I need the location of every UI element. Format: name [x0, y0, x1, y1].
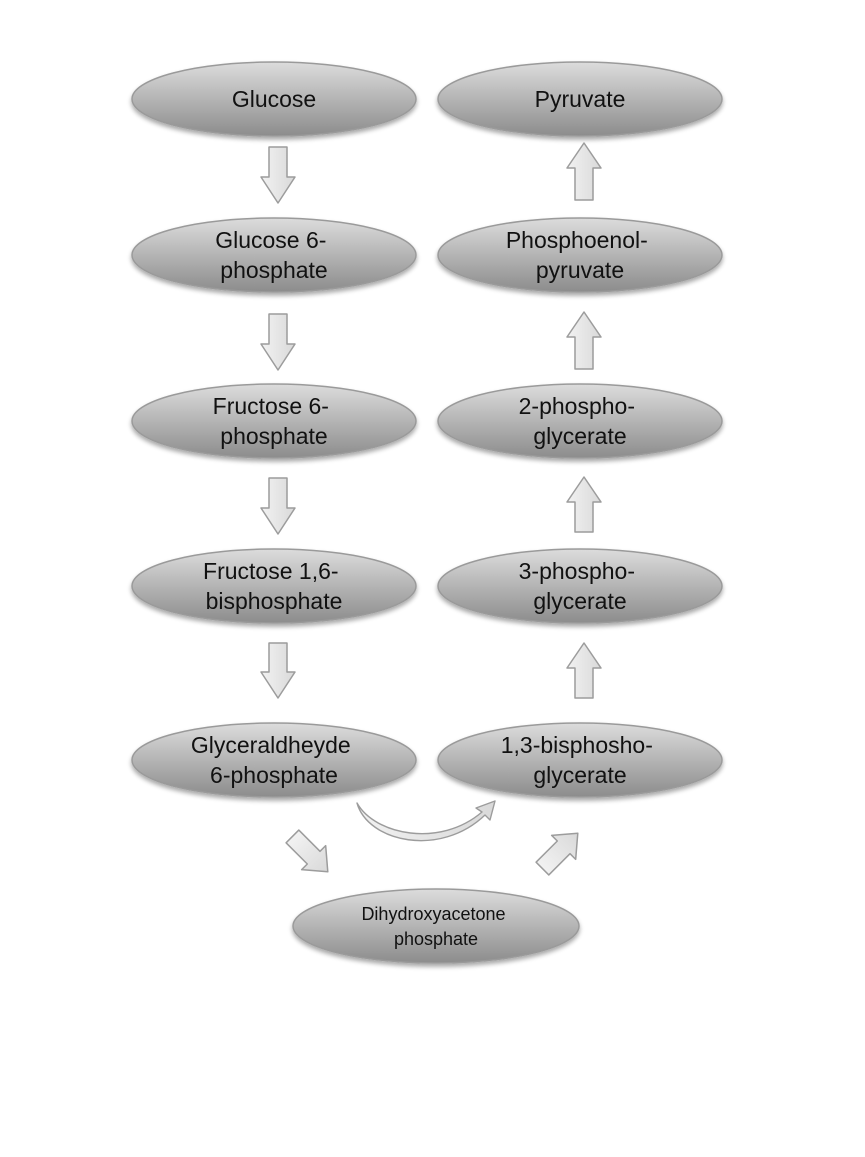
- node-phosphoenolpyruvate-line-2: pyruvate: [536, 257, 624, 283]
- node-phosphoenolpyruvate-line-1: Phosphoenol-: [506, 227, 648, 253]
- node-1-3-bisphosphoglycerate-line-1: 1,3-bisphosho-: [501, 732, 653, 758]
- node-fructose-6-phosphate-line-1: Fructose 6-: [213, 393, 329, 419]
- node-3-phosphoglycerate: 3-phospho- glycerate: [437, 548, 723, 624]
- node-dihydroxyacetone-phosphate: Dihydroxyacetone phosphate: [292, 888, 580, 964]
- arrow-down-glucose-to-g6p: [260, 146, 296, 204]
- node-glucose-6-phosphate: Glucose 6- phosphate: [131, 217, 417, 293]
- node-glyceraldehyde-line-2: 6-phosphate: [210, 762, 338, 788]
- svg-text:1,3-bisphosho- glycerate: 1,3-bisphosho- glycerate: [501, 732, 660, 788]
- svg-text:Glyceraldheyde 6-phospha: Glyceraldheyde 6-phosphate: [191, 732, 357, 788]
- node-phosphoenolpyruvate: Phosphoenol- pyruvate: [437, 217, 723, 293]
- arrow-down-f6p-to-f16bp: [260, 477, 296, 535]
- svg-text:Glucose: Glucose: [232, 86, 316, 112]
- svg-text:Dihydroxyacetone phospha: Dihydroxyacetone phosphate: [361, 904, 510, 949]
- arrow-up-2pg-to-pep: [566, 311, 602, 370]
- node-glucose-line-1: Glucose: [232, 86, 316, 112]
- node-1-3-bisphosphoglycerate-line-2: glycerate: [533, 762, 626, 788]
- arrow-curved-g3p-to-13bpg: [356, 800, 496, 842]
- arrow-up-13bpg-to-3pg: [566, 642, 602, 699]
- svg-text:Phosphoenol- pyruvate: Phosphoenol- pyruvate: [506, 227, 654, 283]
- node-fructose-1-6-bisphosphate-line-2: bisphosphate: [206, 588, 343, 614]
- svg-text:Glucose 6- phosphate: Glucose 6- phosphate: [215, 227, 333, 283]
- arrow-diagonal-dhap-to-13bpg: [535, 832, 579, 876]
- svg-text:2-phospho- glycerate: 2-phospho- glycerate: [519, 393, 642, 449]
- node-fructose-6-phosphate: Fructose 6- phosphate: [131, 383, 417, 459]
- node-glucose-6-phosphate-line-1: Glucose 6-: [215, 227, 326, 253]
- node-1-3-bisphosphoglycerate: 1,3-bisphosho- glycerate: [437, 722, 723, 798]
- node-pyruvate-line-1: Pyruvate: [535, 86, 626, 112]
- node-fructose-1-6-bisphosphate-line-1: Fructose 1,6-: [203, 558, 339, 584]
- node-2-phosphoglycerate-line-1: 2-phospho-: [519, 393, 635, 419]
- svg-text:3-phospho- glycerate: 3-phospho- glycerate: [519, 558, 642, 614]
- node-fructose-6-phosphate-line-2: phosphate: [220, 423, 327, 449]
- node-dihydroxyacetone-line-2: phosphate: [394, 929, 478, 949]
- node-pyruvate: Pyruvate: [437, 61, 723, 137]
- arrow-up-3pg-to-2pg: [566, 476, 602, 533]
- node-2-phosphoglycerate-line-2: glycerate: [533, 423, 626, 449]
- node-2-phosphoglycerate: 2-phospho- glycerate: [437, 383, 723, 459]
- arrow-down-f16bp-to-g3p: [260, 642, 296, 699]
- svg-text:Pyruvate: Pyruvate: [535, 86, 626, 112]
- svg-text:Fructose 1,6- bisphospha: Fructose 1,6- bisphosphate: [203, 558, 345, 614]
- arrow-up-pep-to-pyruvate: [566, 142, 602, 201]
- arrow-diagonal-g3p-to-dhap: [285, 829, 329, 873]
- node-3-phosphoglycerate-line-1: 3-phospho-: [519, 558, 635, 584]
- node-glyceraldehyde-6-phosphate: Glyceraldheyde 6-phosphate: [131, 722, 417, 798]
- arrow-down-g6p-to-f6p: [260, 313, 296, 371]
- svg-text:Fructose 6- phosphate: Fructose 6- phosphate: [213, 393, 336, 449]
- node-fructose-1-6-bisphosphate: Fructose 1,6- bisphosphate: [131, 548, 417, 624]
- node-glucose-6-phosphate-line-2: phosphate: [220, 257, 327, 283]
- node-dihydroxyacetone-line-1: Dihydroxyacetone: [361, 904, 505, 924]
- node-glyceraldehyde-line-1: Glyceraldheyde: [191, 732, 351, 758]
- node-glucose: Glucose: [131, 61, 417, 137]
- node-3-phosphoglycerate-line-2: glycerate: [533, 588, 626, 614]
